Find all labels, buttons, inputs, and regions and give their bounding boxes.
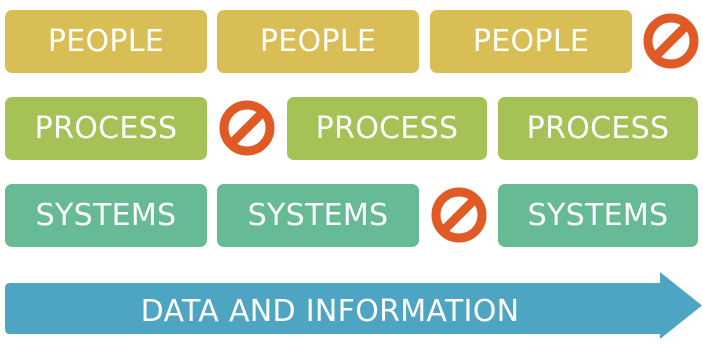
people-label: PEOPLE [472, 24, 590, 59]
systems-box: SYSTEMS [498, 184, 698, 247]
data-information-arrow [5, 272, 702, 339]
systems-label: SYSTEMS [35, 198, 177, 233]
systems-box: SYSTEMS [217, 184, 419, 247]
people-box: PEOPLE [217, 10, 419, 73]
systems-label: SYSTEMS [527, 198, 669, 233]
process-label: PROCESS [526, 111, 670, 146]
systems-box: SYSTEMS [5, 184, 207, 247]
people-row: PEOPLE PEOPLE PEOPLE [0, 10, 703, 73]
people-box: PEOPLE [430, 10, 632, 73]
prohibited-icon [643, 13, 699, 69]
systems-label: SYSTEMS [247, 198, 389, 233]
process-label: PROCESS [315, 111, 459, 146]
systems-row: SYSTEMS SYSTEMS SYSTEMS [0, 184, 703, 247]
people-label: PEOPLE [259, 24, 377, 59]
prohibited-icon [219, 100, 275, 156]
people-label: PEOPLE [47, 24, 165, 59]
process-row: PROCESS PROCESS PROCESS [0, 97, 703, 160]
process-label: PROCESS [34, 111, 178, 146]
prohibited-icon [431, 187, 487, 243]
process-box: PROCESS [287, 97, 487, 160]
process-box: PROCESS [5, 97, 207, 160]
process-box: PROCESS [498, 97, 698, 160]
arrow-label: DATA AND INFORMATION [140, 293, 520, 329]
people-box: PEOPLE [5, 10, 207, 73]
